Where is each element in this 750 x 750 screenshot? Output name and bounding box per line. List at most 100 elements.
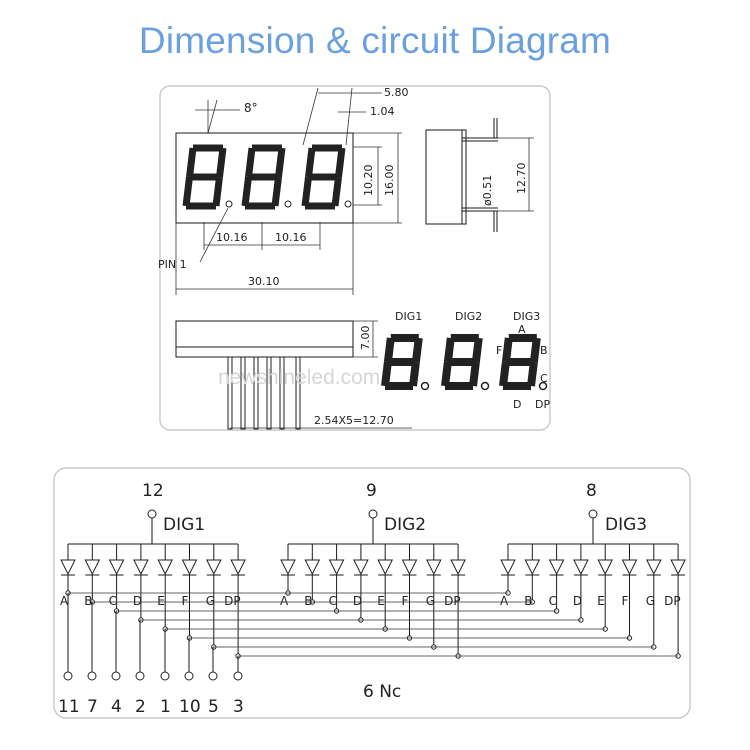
- segment-label: C: [549, 594, 557, 608]
- segment-label: D: [133, 594, 142, 608]
- segment: [216, 147, 227, 178]
- segment-label: C: [109, 594, 117, 608]
- segment-label: DP: [444, 594, 460, 608]
- side-view: ø0.51 12.70: [425, 118, 534, 232]
- segment: [212, 176, 223, 207]
- led-diode: G: [646, 544, 662, 650]
- watermark: newshineled.com: [218, 366, 380, 389]
- segment-diagram: DIG1 DIG2 DIG3 A F B C D DP: [381, 310, 550, 411]
- segment-label: B: [304, 594, 312, 608]
- pin-number: 10: [179, 697, 201, 717]
- decimal-point: [480, 381, 490, 391]
- led-diode: B: [304, 544, 321, 608]
- led-diode: G: [426, 544, 442, 650]
- led-diode: DP: [444, 544, 466, 659]
- decimal-point: [284, 200, 292, 208]
- segment-label: B: [84, 594, 92, 608]
- pin-terminal: [160, 671, 170, 681]
- segment-label: E: [597, 594, 605, 608]
- decimal-point: [538, 381, 548, 391]
- pin-number: 5: [208, 697, 219, 717]
- segment-label: A: [60, 594, 69, 608]
- segment-label: D: [353, 594, 362, 608]
- segment-label: DP: [664, 594, 680, 608]
- led-diode: B: [84, 544, 101, 608]
- dim-10-16-b: 10.16: [275, 231, 307, 244]
- digit-group-1: A B C D E F G DP: [60, 509, 246, 659]
- pitch-label: 2.54X5=12.70: [314, 414, 394, 427]
- pin: [240, 356, 246, 430]
- digit-label-dig1: DIG1: [163, 515, 205, 535]
- decimal-point: [420, 381, 430, 391]
- segment: [381, 361, 392, 387]
- segment-digit-3: [499, 334, 541, 390]
- pins: [227, 356, 301, 430]
- pin: [253, 356, 259, 430]
- pin: [295, 356, 301, 430]
- segment-label: F: [182, 594, 189, 608]
- led-diode: C: [549, 544, 565, 614]
- pin-terminal: [87, 671, 97, 681]
- led-diode: E: [597, 544, 614, 632]
- led-diode: C: [329, 544, 345, 614]
- pin-terminal: [63, 671, 73, 681]
- dig-label-1: DIG1: [395, 310, 422, 323]
- led-diode: D: [353, 544, 369, 623]
- segment-label: G: [206, 594, 215, 608]
- seg-letter-f: F: [496, 344, 502, 357]
- segment-label: DP: [224, 594, 240, 608]
- segment-label: C: [329, 594, 337, 608]
- led-diode: C: [109, 544, 125, 614]
- circuit-panel: [53, 467, 691, 719]
- led-diode: A: [500, 544, 516, 608]
- segment-label: E: [157, 594, 165, 608]
- segment: [471, 337, 483, 363]
- led-diode: G: [206, 544, 222, 650]
- common-anode-terminal: [368, 509, 378, 519]
- front-digit-2: [241, 144, 286, 210]
- segment-label: G: [426, 594, 435, 608]
- segment-label: G: [646, 594, 655, 608]
- dim-10-16-a: 10.16: [216, 231, 248, 244]
- pin: [227, 356, 233, 430]
- dim-0-51: ø0.51: [481, 175, 494, 206]
- segment: [301, 176, 312, 207]
- pin-terminal: [184, 671, 194, 681]
- dim-16-00: 16.00: [383, 165, 396, 197]
- segment: [529, 337, 541, 363]
- nc-label: 6 Nc: [363, 682, 401, 702]
- segment: [441, 361, 452, 387]
- dim-1-04: 1.04: [370, 105, 395, 118]
- common-anode-terminal: [147, 509, 157, 519]
- front-digit-1: [182, 144, 227, 210]
- segment-digits: [381, 334, 548, 391]
- dim-5-80: 5.80: [384, 86, 409, 99]
- led-diode: D: [133, 544, 149, 623]
- decimal-point: [344, 200, 352, 208]
- segment: [331, 176, 342, 207]
- led-diode: A: [60, 544, 76, 608]
- dig-label-3: DIG3: [513, 310, 540, 323]
- front-digits: [182, 144, 352, 210]
- segment-label: A: [280, 594, 289, 608]
- led-diode: F: [182, 544, 198, 641]
- pin-terminal: [135, 671, 145, 681]
- common-anode-terminal: [588, 509, 598, 519]
- seg-letter-c: C: [540, 372, 548, 385]
- segment-label: A: [500, 594, 509, 608]
- segment-digit-2: [441, 334, 483, 390]
- segment-label: D: [573, 594, 582, 608]
- segment-digit-1: [381, 334, 423, 390]
- segment: [411, 337, 423, 363]
- segment-label: B: [524, 594, 532, 608]
- pin-number: 2: [135, 697, 146, 717]
- led-diode: B: [524, 544, 541, 608]
- bottom-view: 7.00 2.54X5=12.70: [175, 320, 412, 430]
- segment: [186, 147, 197, 178]
- pin-terminal: [111, 671, 121, 681]
- segment: [305, 147, 316, 178]
- angle-label: 8°: [244, 101, 258, 115]
- led-diode: DP: [664, 544, 686, 659]
- led-diode: F: [402, 544, 418, 641]
